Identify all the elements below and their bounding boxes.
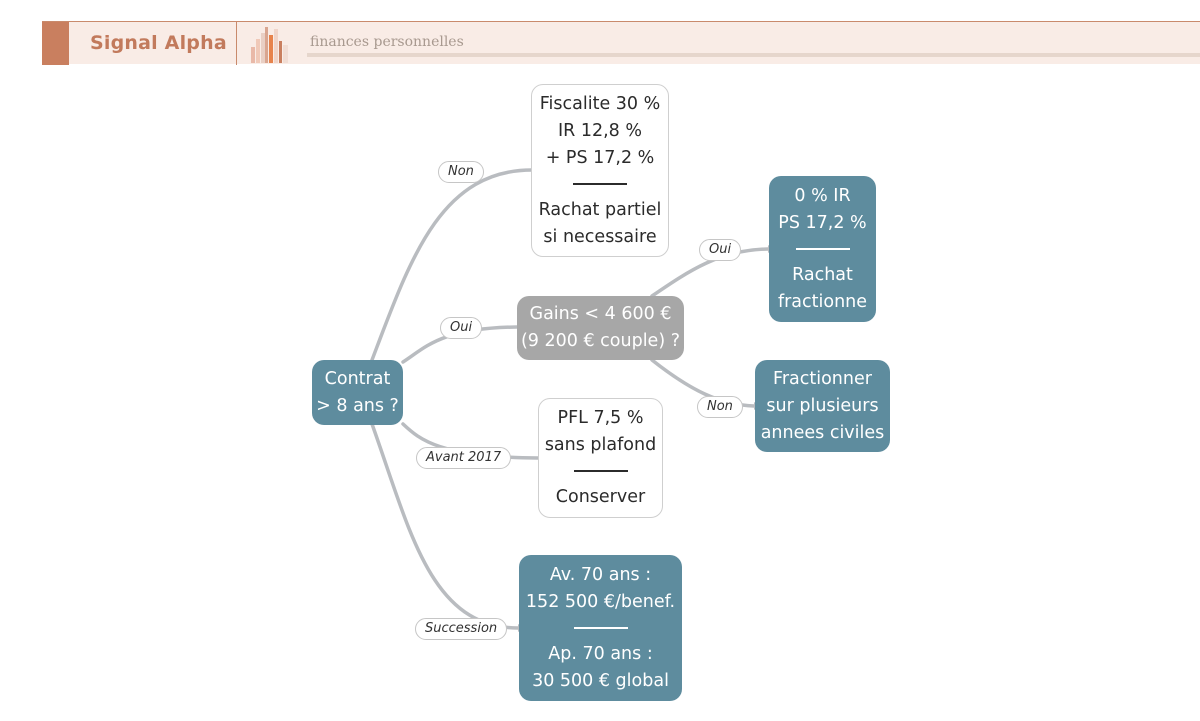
node-fiscalite-separator [573,182,627,185]
edge-label-oui-gains: Oui [440,317,483,339]
edge-label-non-fractionner: Non [697,396,743,418]
app-header: Signal Alpha finances personnelles [42,21,1200,65]
edge-root-to-gains [401,325,519,364]
node-fractionner-line-3: annees civiles [760,422,885,443]
node-root-contrat[interactable]: Contrat > 8 ans ? [312,360,403,425]
edge-label-oui-zero-ir: Oui [699,239,742,261]
node-succession-line-3: Ap. 70 ans : [548,643,653,664]
node-zero-ir-line-2: PS 17,2 % [778,212,867,233]
node-zero-ir[interactable]: 0 % IR PS 17,2 % Rachat fractionne [769,176,876,322]
bar-chart-logo-icon [251,27,288,63]
node-zero-ir-line-1: 0 % IR [794,185,851,206]
header-divider [236,22,237,65]
edge-label-succession: Succession [415,618,508,640]
node-fiscalite[interactable]: Fiscalite 30 % IR 12,8 % + PS 17,2 % Rac… [531,84,669,257]
node-fiscalite-line-5: si necessaire [543,226,657,247]
node-gains-line-2: (9 200 € couple) ? [520,331,681,351]
brand-title[interactable]: Signal Alpha [90,32,227,54]
node-succession-line-2: 152 500 €/benef. [525,591,676,612]
node-succession[interactable]: Av. 70 ans : 152 500 €/benef. Ap. 70 ans… [519,555,682,701]
node-zero-ir-line-3: Rachat [792,264,853,285]
node-root-line-1: Contrat [324,368,391,389]
node-pfl-line-3: Conserver [555,487,646,507]
node-fiscalite-line-1: Fiscalite 30 % [539,93,661,114]
node-pfl-separator [573,470,628,472]
node-pfl-line-1: PFL 7,5 % [557,408,644,428]
node-root-line-2: > 8 ans ? [316,395,399,416]
node-fractionner[interactable]: Fractionner sur plusieurs annees civiles [755,360,890,452]
node-pfl[interactable]: PFL 7,5 % sans plafond Conserver [538,398,663,518]
edge-root-to-fiscalite [370,168,534,362]
edge-label-avant-2017: Avant 2017 [416,447,512,469]
edge-gains-to-zero-ir [650,247,770,298]
node-fiscalite-line-4: Rachat partiel [538,199,662,220]
node-zero-ir-separator [795,247,850,250]
node-fiscalite-line-2: IR 12,8 % [557,120,643,141]
node-succession-line-4: 30 500 € global [532,670,669,691]
node-fractionner-line-2: sur plusieurs [766,395,879,416]
node-pfl-line-2: sans plafond [544,435,657,455]
header-subtitle-rule [307,53,1200,57]
node-gains-line-1: Gains < 4 600 € [529,304,672,324]
node-succession-separator [573,626,628,629]
node-fractionner-line-1: Fractionner [773,368,872,389]
header-accent-block [42,22,69,65]
edge-label-non-fiscalite: Non [438,161,484,183]
header-subtitle: finances personnelles [310,34,464,50]
edge-gains-to-fractionner [650,358,756,408]
node-succession-line-1: Av. 70 ans : [549,564,652,585]
node-zero-ir-line-4: fractionne [777,291,868,312]
node-fiscalite-line-3: + PS 17,2 % [545,147,655,168]
node-gains-question[interactable]: Gains < 4 600 € (9 200 € couple) ? [517,296,684,360]
